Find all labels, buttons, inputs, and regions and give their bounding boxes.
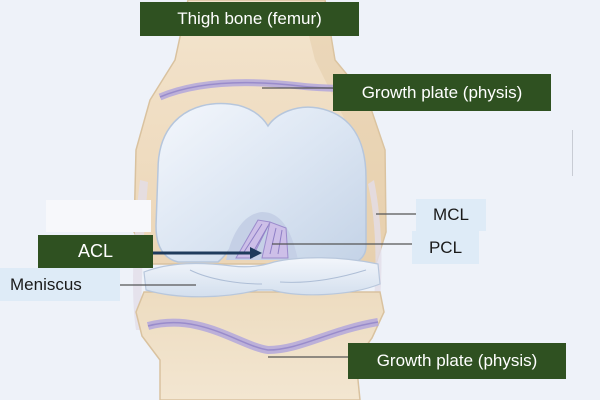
label-growth-plate-bottom: Growth plate (physis): [348, 343, 566, 379]
label-pcl: PCL: [412, 231, 479, 264]
divider-line: [572, 130, 573, 176]
meniscus-shape: [143, 257, 381, 298]
label-growth-plate-top: Growth plate (physis): [333, 74, 551, 111]
label-mcl: MCL: [416, 199, 486, 231]
cruciate-ligaments: [235, 219, 289, 259]
label-meniscus: Meniscus: [0, 268, 120, 301]
label-femur: Thigh bone (femur): [140, 2, 359, 36]
blank-box: [46, 200, 151, 232]
acl-arrowhead: [250, 247, 262, 259]
label-acl: ACL: [38, 235, 153, 268]
